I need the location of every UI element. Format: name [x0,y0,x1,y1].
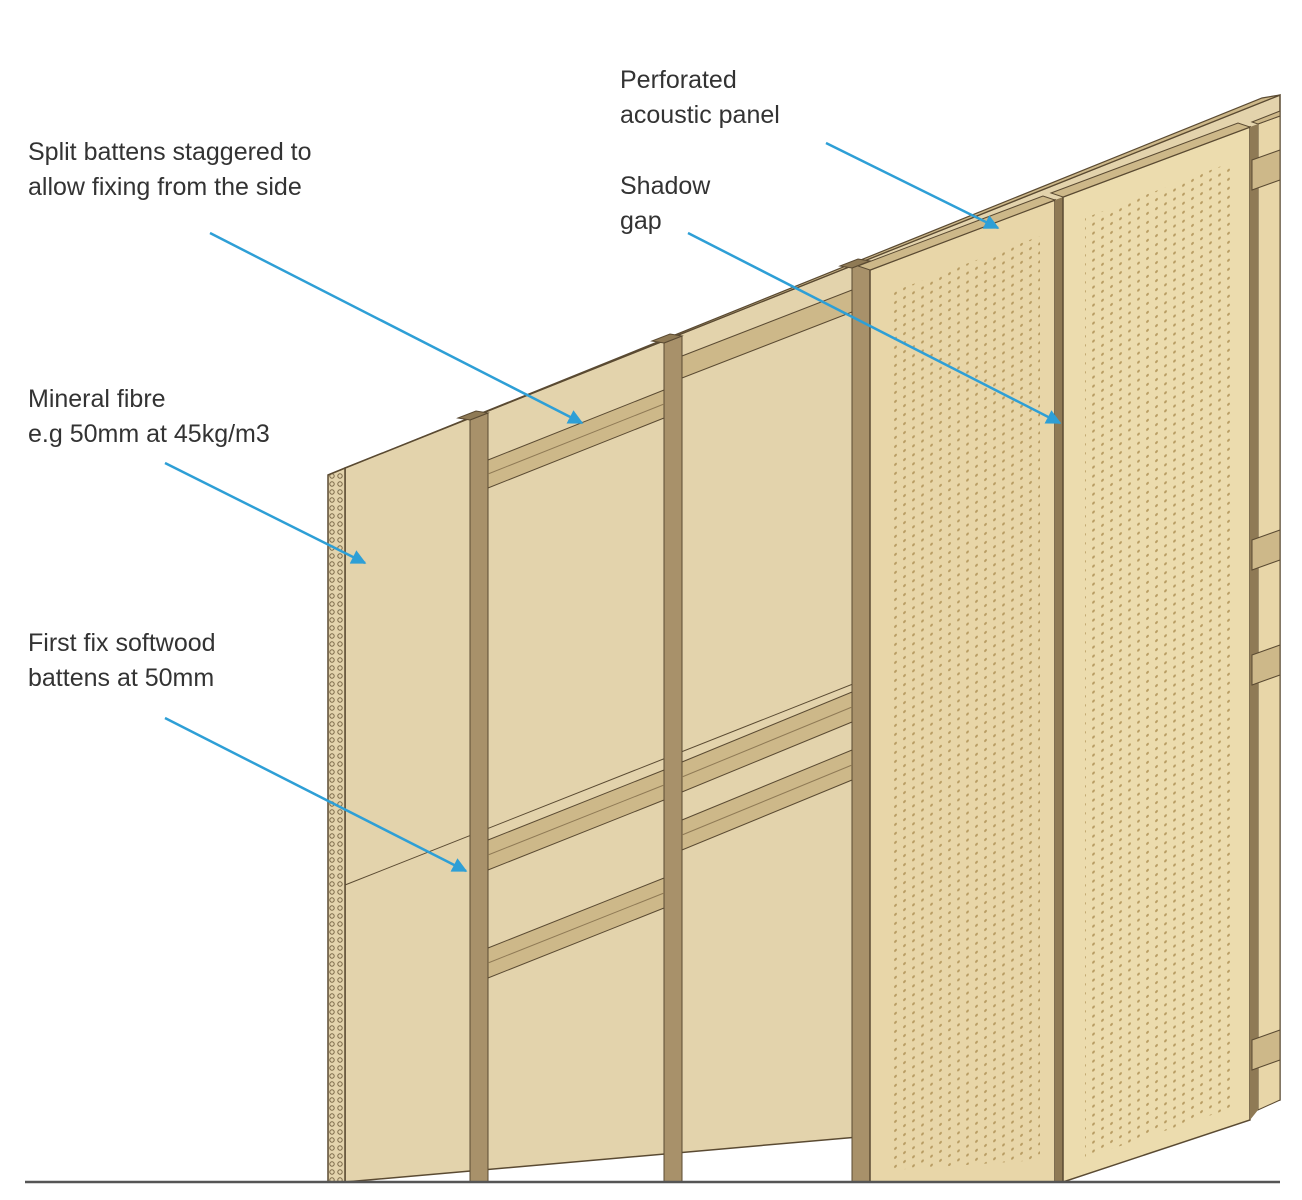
label-line: gap [620,207,662,235]
label-line: Shadow [620,172,711,200]
label-line: battens at 50mm [28,664,215,692]
label-line: e.g 50mm at 45kg/m3 [28,420,270,448]
label-line: Split battens staggered to [28,138,312,166]
mineral-fibre-top [327,94,1281,476]
shadow-gap [1055,197,1063,1182]
arrow-first-fix [164,716,468,873]
acoustic-panel-partial [1250,110,1281,1120]
label-split-battens: Split battens staggered to allow fixing … [28,135,312,205]
leader-arrows [164,141,1062,873]
arrow-shadow-gap [687,231,1062,425]
acoustic-panel [1049,122,1252,1184]
mineral-fibre-edge [327,466,346,1183]
arrow-perforated-panel [825,141,1000,230]
acoustic-panel [856,195,1057,1183]
label-shadow-gap: Shadow gap [620,169,710,239]
label-line: allow fixing from the side [28,173,302,201]
label-first-fix-softwood-battens: First fix softwood battens at 50mm [28,626,216,696]
label-mineral-fibre: Mineral fibre e.g 50mm at 45kg/m3 [28,382,270,452]
label-line: Mineral fibre [28,385,166,413]
label-line: Perforated [620,66,737,94]
label-line: First fix softwood [28,629,216,657]
arrow-mineral-fibre [164,461,367,565]
label-line: acoustic panel [620,101,780,129]
label-perforated-acoustic-panel: Perforated acoustic panel [620,63,780,133]
perforated-acoustic-panels [856,110,1281,1184]
split-battens [487,289,853,979]
arrow-split-battens [209,231,584,425]
